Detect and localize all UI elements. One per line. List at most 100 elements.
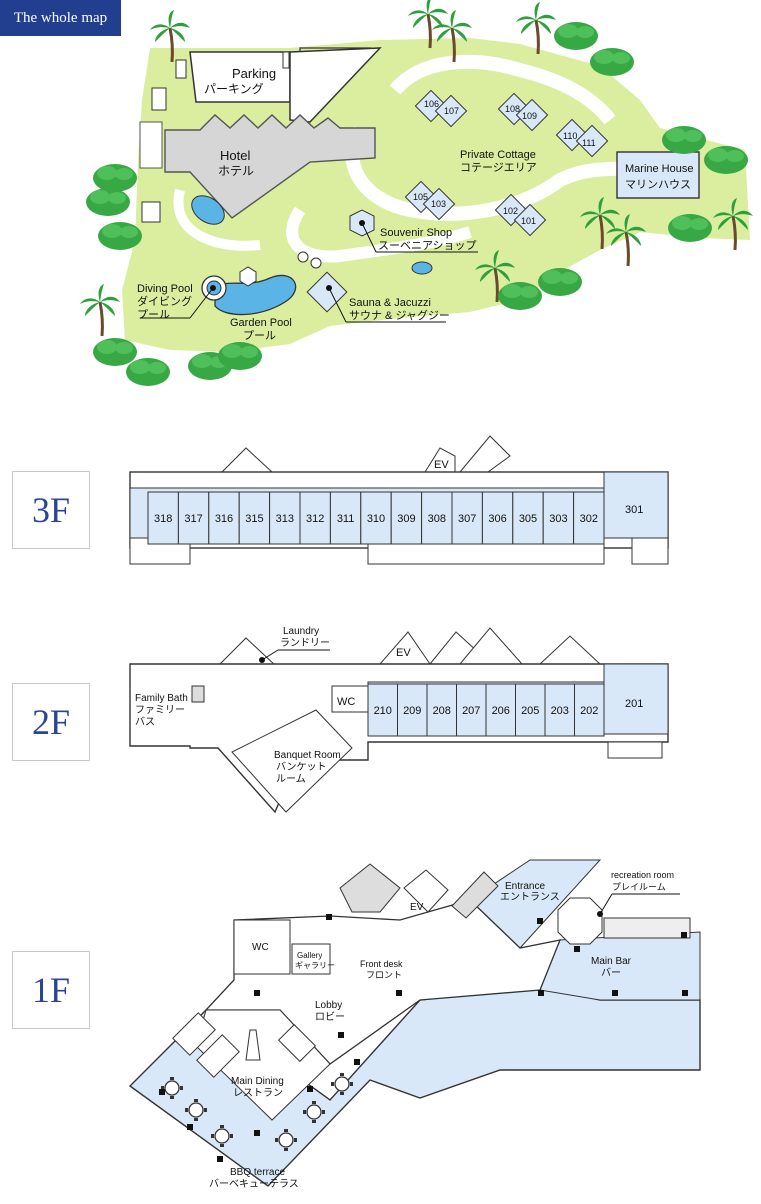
f3-room-number: 312 [306,513,324,525]
f3-room-cell [542,491,575,545]
parking-label-ja: パーキング [204,82,264,96]
cottage-101 [513,203,547,237]
lobby-label: Lobby [315,1000,342,1011]
cottage-110-label: 110 [563,131,577,141]
jacuzzi-2 [310,257,322,269]
access-road [289,47,382,123]
marine-label-ja: マリンハウス [625,178,691,191]
f2-room-cell [544,683,575,737]
floor-1f-badge[interactable]: 1F [12,951,90,1029]
2f-room-201: 201 [625,698,643,710]
cottage-107 [434,94,468,128]
gallery-label: Gallery [297,951,322,960]
family-bath-label: Family Bath [135,693,188,704]
diving-label: Diving Pool [137,283,193,295]
f3-room-number: 307 [458,513,476,525]
banquet-label-ja2: ルーム [276,773,306,785]
bbq-label: BBQ terrace [230,1167,285,1178]
cottage-111 [575,124,609,158]
cottage-area: 106 107 108 109 110 111 105 103 102 101 [404,89,609,237]
f3-room-cell [573,491,605,545]
f3-room-number: 317 [184,513,202,525]
octagon-hall [557,897,603,945]
sauna-label-ja: サウナ & ジャグジー [349,308,450,322]
family-bath-label-ja2: バス [135,716,155,728]
f2-room-number: 205 [521,705,539,717]
f3-room-cell [481,491,514,545]
f3-room-cell [177,491,210,545]
f2-room-number: 206 [492,705,510,717]
floor-3f-badge[interactable]: 3F [12,471,90,549]
jacuzzi-1 [297,251,309,263]
f3-room-cell [512,491,544,545]
garden-pool [214,274,297,316]
f2-room-cell [485,683,516,737]
f3-room-number: 311 [337,513,355,525]
walkway-loop [345,126,651,221]
cottage-label: Private Cottage [460,149,536,161]
f2-room-number: 202 [580,705,598,717]
f3-room-cell [269,491,301,545]
f2-room-number: 208 [433,705,451,717]
cottage-label-ja: コテージエリア [460,162,537,174]
parking-booth [175,59,187,79]
sauna-label: Sauna & Jacuzzi [349,297,431,309]
banquet-label-ja1: バンケット [276,761,327,773]
front-desk-label: Front desk [360,959,403,969]
parking-booth-2 [151,87,167,111]
f3-room-number: 318 [154,513,172,525]
lobby-label-ja: ロビー [315,1011,345,1023]
sauna [306,271,348,313]
recreation-label: recreation room [611,870,674,880]
hotel-label: Hotel [220,148,250,163]
floor-2f-plan: Laundry ランドリー EV 201 WC Banquet Room バンケ… [129,626,669,814]
f3-room-number: 305 [519,513,537,525]
laundry-label: Laundry [283,626,319,637]
f2-room-number: 207 [462,705,480,717]
entrance-label-ja: エントランス [500,891,560,903]
cottage-101-label: 101 [521,216,536,226]
f3-room-number: 306 [488,513,506,525]
f3-room-cell [451,491,483,545]
banquet-label: Banquet Room [274,750,341,761]
main-dining-label-ja: レストラン [233,1087,283,1099]
family-bath-label-ja1: ファミリー [135,705,185,716]
f3-room-number: 309 [397,513,415,525]
f2-room-number: 210 [374,705,392,717]
site-map: Parking パーキング Hotel ホテル 106 107 108 109 … [78,0,755,386]
f3-room-cell [147,491,179,545]
f3-room-number: 315 [245,513,263,525]
diving-label-ja2: プール [137,308,170,321]
f3-room-number: 303 [549,513,567,525]
f2-room-number: 209 [403,705,421,717]
front-desk-label-ja: フロント [366,970,402,980]
recreation-label-ja: プレイルーム [612,882,666,892]
small-pond [411,261,433,275]
marine-label: Marine House [625,163,693,175]
f2-room-cell [426,683,457,737]
hotel-building [164,114,376,219]
cottage-103-label: 103 [431,199,446,209]
f3-room-number: 313 [276,513,294,525]
columns [159,914,688,1162]
2f-ev-label: EV [396,647,411,659]
hotel-label-ja: ホテル [218,164,254,178]
1f-wc-label: WC [252,942,269,953]
laundry-label-ja: ランドリー [280,637,330,649]
whole-map-tab[interactable]: The whole map [0,0,121,36]
f2-room-cell [456,683,487,737]
souvenir-label: Souvenir Shop [380,227,452,239]
floor-2f-badge[interactable]: 2F [12,683,90,761]
gate-block [282,51,290,69]
diving-label-ja1: ダイビング [137,294,192,308]
f3-room-number: 308 [428,513,446,525]
entrance-label: Entrance [505,881,545,892]
cottage-109-label: 109 [522,111,537,121]
f3-room-cell [299,491,331,545]
hotel-annex [141,201,161,223]
parking-label: Parking [232,66,276,81]
f2-room-cell [515,683,546,737]
